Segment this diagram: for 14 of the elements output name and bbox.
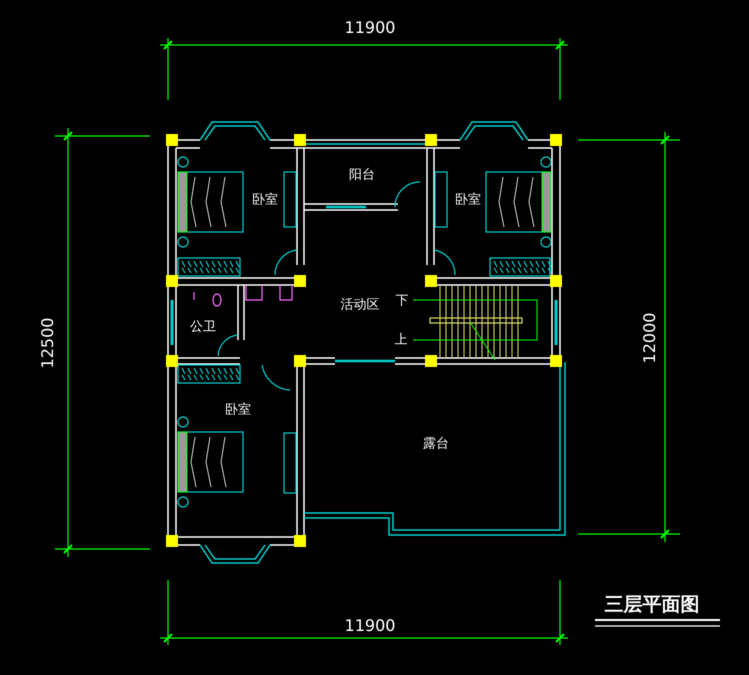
room-label: 公卫 (190, 320, 216, 334)
room-label: 卧室 (225, 404, 251, 416)
drawing-title: 三层平面图 (604, 596, 700, 614)
room-label: 活动区 (340, 298, 380, 312)
stair-label: 上 (394, 334, 408, 346)
dimension-text: 11900 (344, 618, 396, 634)
dimension-text: 11900 (344, 20, 396, 36)
dimension-text: 12000 (642, 312, 658, 364)
room-label: 阳台 (349, 168, 375, 182)
stair-label: 下 (396, 294, 408, 308)
room-label: 卧室 (252, 194, 278, 206)
room-label: 卧室 (455, 194, 481, 206)
room-label: 露台 (423, 438, 449, 450)
dimension-text: 12500 (40, 318, 56, 368)
